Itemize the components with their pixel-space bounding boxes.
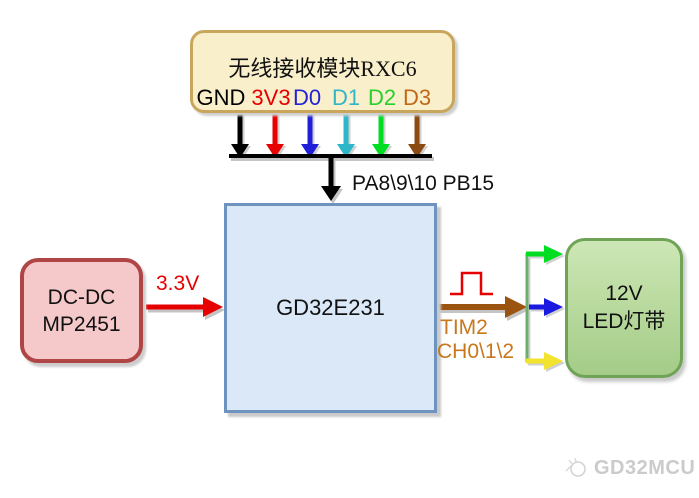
timer-label-line2: CH0\1\2: [437, 340, 515, 363]
pin-label-d3: D3: [402, 85, 432, 110]
pin-label-3v3: 3V3: [251, 85, 291, 110]
pulse-waveform-icon: [450, 271, 493, 296]
led-channel-arrow-green: [526, 245, 563, 263]
led-label-line1: 12V: [605, 282, 643, 305]
pwm-arrow: [437, 296, 527, 318]
power-box: DC-DC MP2451: [20, 258, 143, 363]
pin-wire-d3-arrow: [408, 110, 426, 158]
pin-label-d2: D2: [367, 85, 397, 110]
pin-wire-gnd-arrow: [231, 110, 249, 158]
bus-arrow-to-mcu: [321, 156, 341, 201]
led-channel-arrow-yellow: [526, 352, 563, 370]
power-arrow: [146, 297, 223, 317]
led-label-line2: LED灯带: [582, 310, 666, 333]
gd32mcu-logo-icon: [565, 457, 586, 477]
wireless-module-title: 无线接收模块RXC6: [228, 56, 417, 81]
power-label-line2: MP2451: [42, 312, 121, 336]
watermark-text: GD32MCU: [594, 456, 696, 479]
gpio-pins-label: PA8\9\10 PB15: [352, 172, 495, 195]
pin-wire-d0-arrow: [301, 110, 319, 158]
pin-label-d0: D0: [292, 85, 322, 110]
pin-wire-3v3-arrow: [266, 110, 284, 158]
pin-wire-d1-arrow: [337, 110, 355, 158]
wireless-module-box: 无线接收模块RXC6: [190, 30, 455, 113]
power-label-line1: DC-DC: [47, 285, 116, 309]
pin-label-gnd: GND: [196, 85, 246, 110]
watermark: GD32MCU: [563, 455, 695, 481]
voltage-label: 3.3V: [156, 272, 200, 295]
pin-wire-d2-arrow: [372, 110, 390, 158]
pin-label-d1: D1: [331, 85, 361, 110]
led-channel-arrow-blue: [529, 298, 563, 316]
timer-label-line1: TIM2: [440, 316, 488, 339]
mcu-label: GD32E231: [276, 295, 385, 320]
led-strip-box: 12V LED灯带: [565, 238, 683, 378]
mcu-box: GD32E231: [224, 203, 437, 413]
